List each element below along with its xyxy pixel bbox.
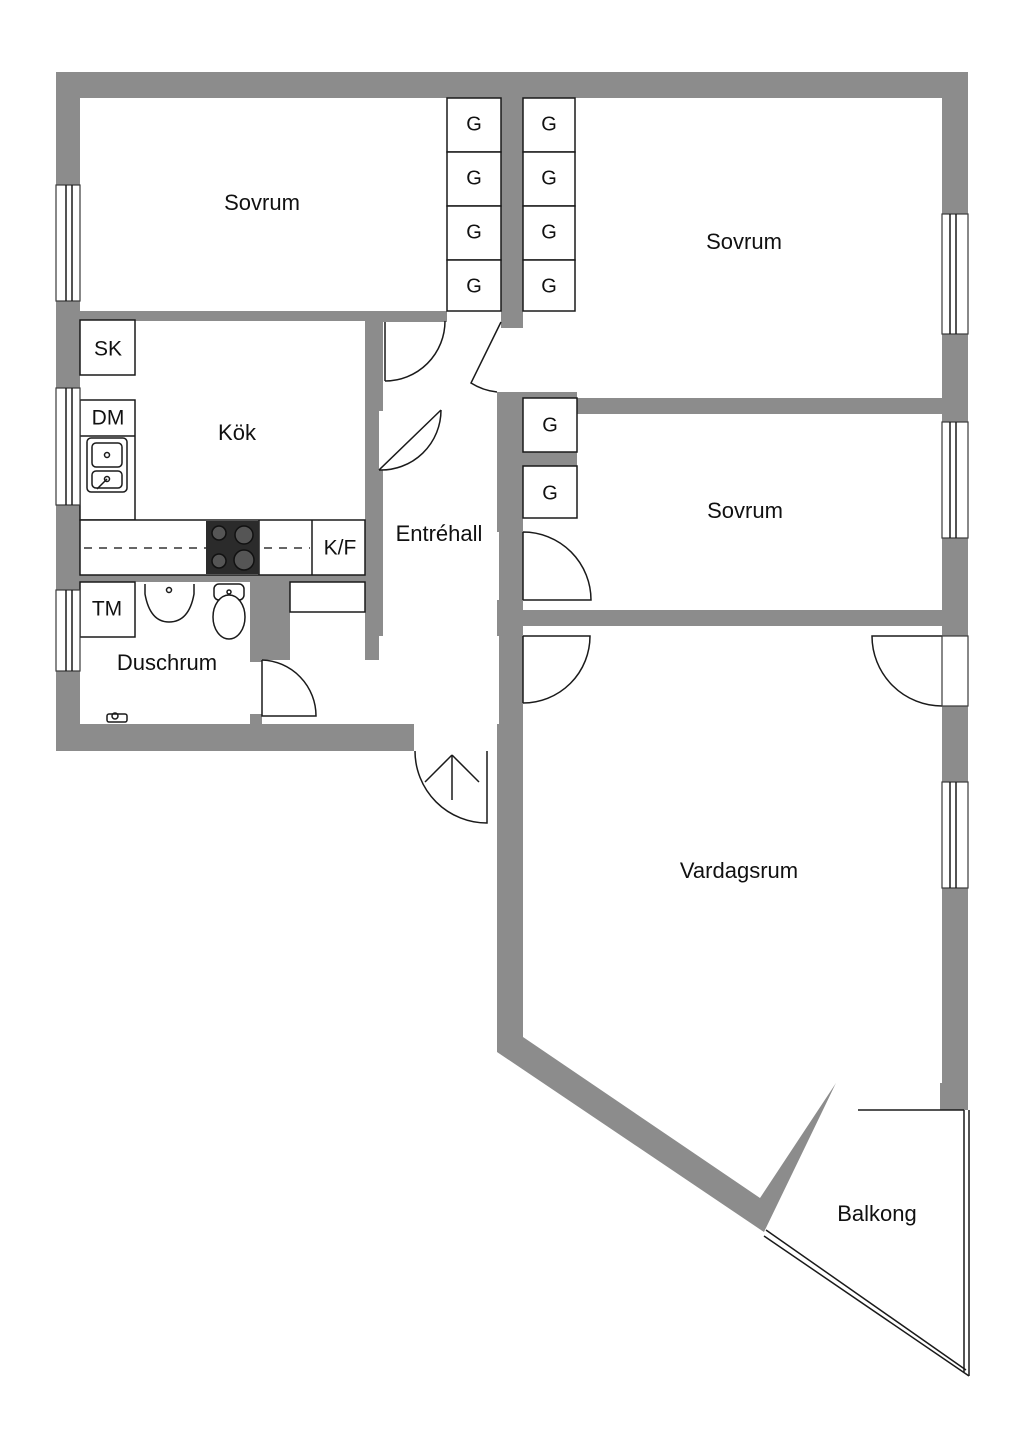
wardrobe-label: G <box>466 167 482 189</box>
wardrobe-label: G <box>466 275 482 297</box>
wardrobe-label: G <box>542 482 558 504</box>
sk-label: SK <box>94 338 122 361</box>
sink-icon <box>86 437 128 493</box>
room-label-sovrum: Sovrum <box>224 190 300 215</box>
entrance-arrow-icon <box>424 754 480 800</box>
wardrobe-label: G <box>542 414 558 436</box>
kf-label: K/F <box>324 537 357 560</box>
windows <box>55 184 969 889</box>
room-labels: Sovrum Sovrum Sovrum Kök Entréhall Dusch… <box>117 190 917 1226</box>
room-label-duschrum: Duschrum <box>117 650 217 675</box>
room-label-sovrum: Sovrum <box>706 229 782 254</box>
dm-label: DM <box>92 407 125 430</box>
interior-walls <box>80 98 942 724</box>
room-label-kok: Kök <box>218 420 257 445</box>
room-label-vardagsrum: Vardagsrum <box>680 858 798 883</box>
tm-label: TM <box>92 598 122 621</box>
room-label-entrehall: Entréhall <box>396 521 483 546</box>
washbasin-icon <box>144 584 195 623</box>
wardrobe-label: G <box>541 167 557 189</box>
bathroom-fixtures: TM <box>79 581 366 723</box>
stove-icon <box>206 521 259 574</box>
wardrobe-label: G <box>466 221 482 243</box>
balcony <box>763 1083 970 1377</box>
toilet-icon <box>212 583 246 640</box>
kitchen-fixtures: SK DM K/F <box>79 319 366 576</box>
wardrobe-label: G <box>466 113 482 135</box>
room-label-sovrum: Sovrum <box>707 498 783 523</box>
wardrobe-label: G <box>541 113 557 135</box>
wardrobe-label: G <box>541 275 557 297</box>
wardrobes: G G G G G G G G G G <box>446 97 578 519</box>
tap-icon <box>106 712 128 723</box>
wardrobe-label: G <box>541 221 557 243</box>
room-label-balkong: Balkong <box>837 1201 917 1226</box>
